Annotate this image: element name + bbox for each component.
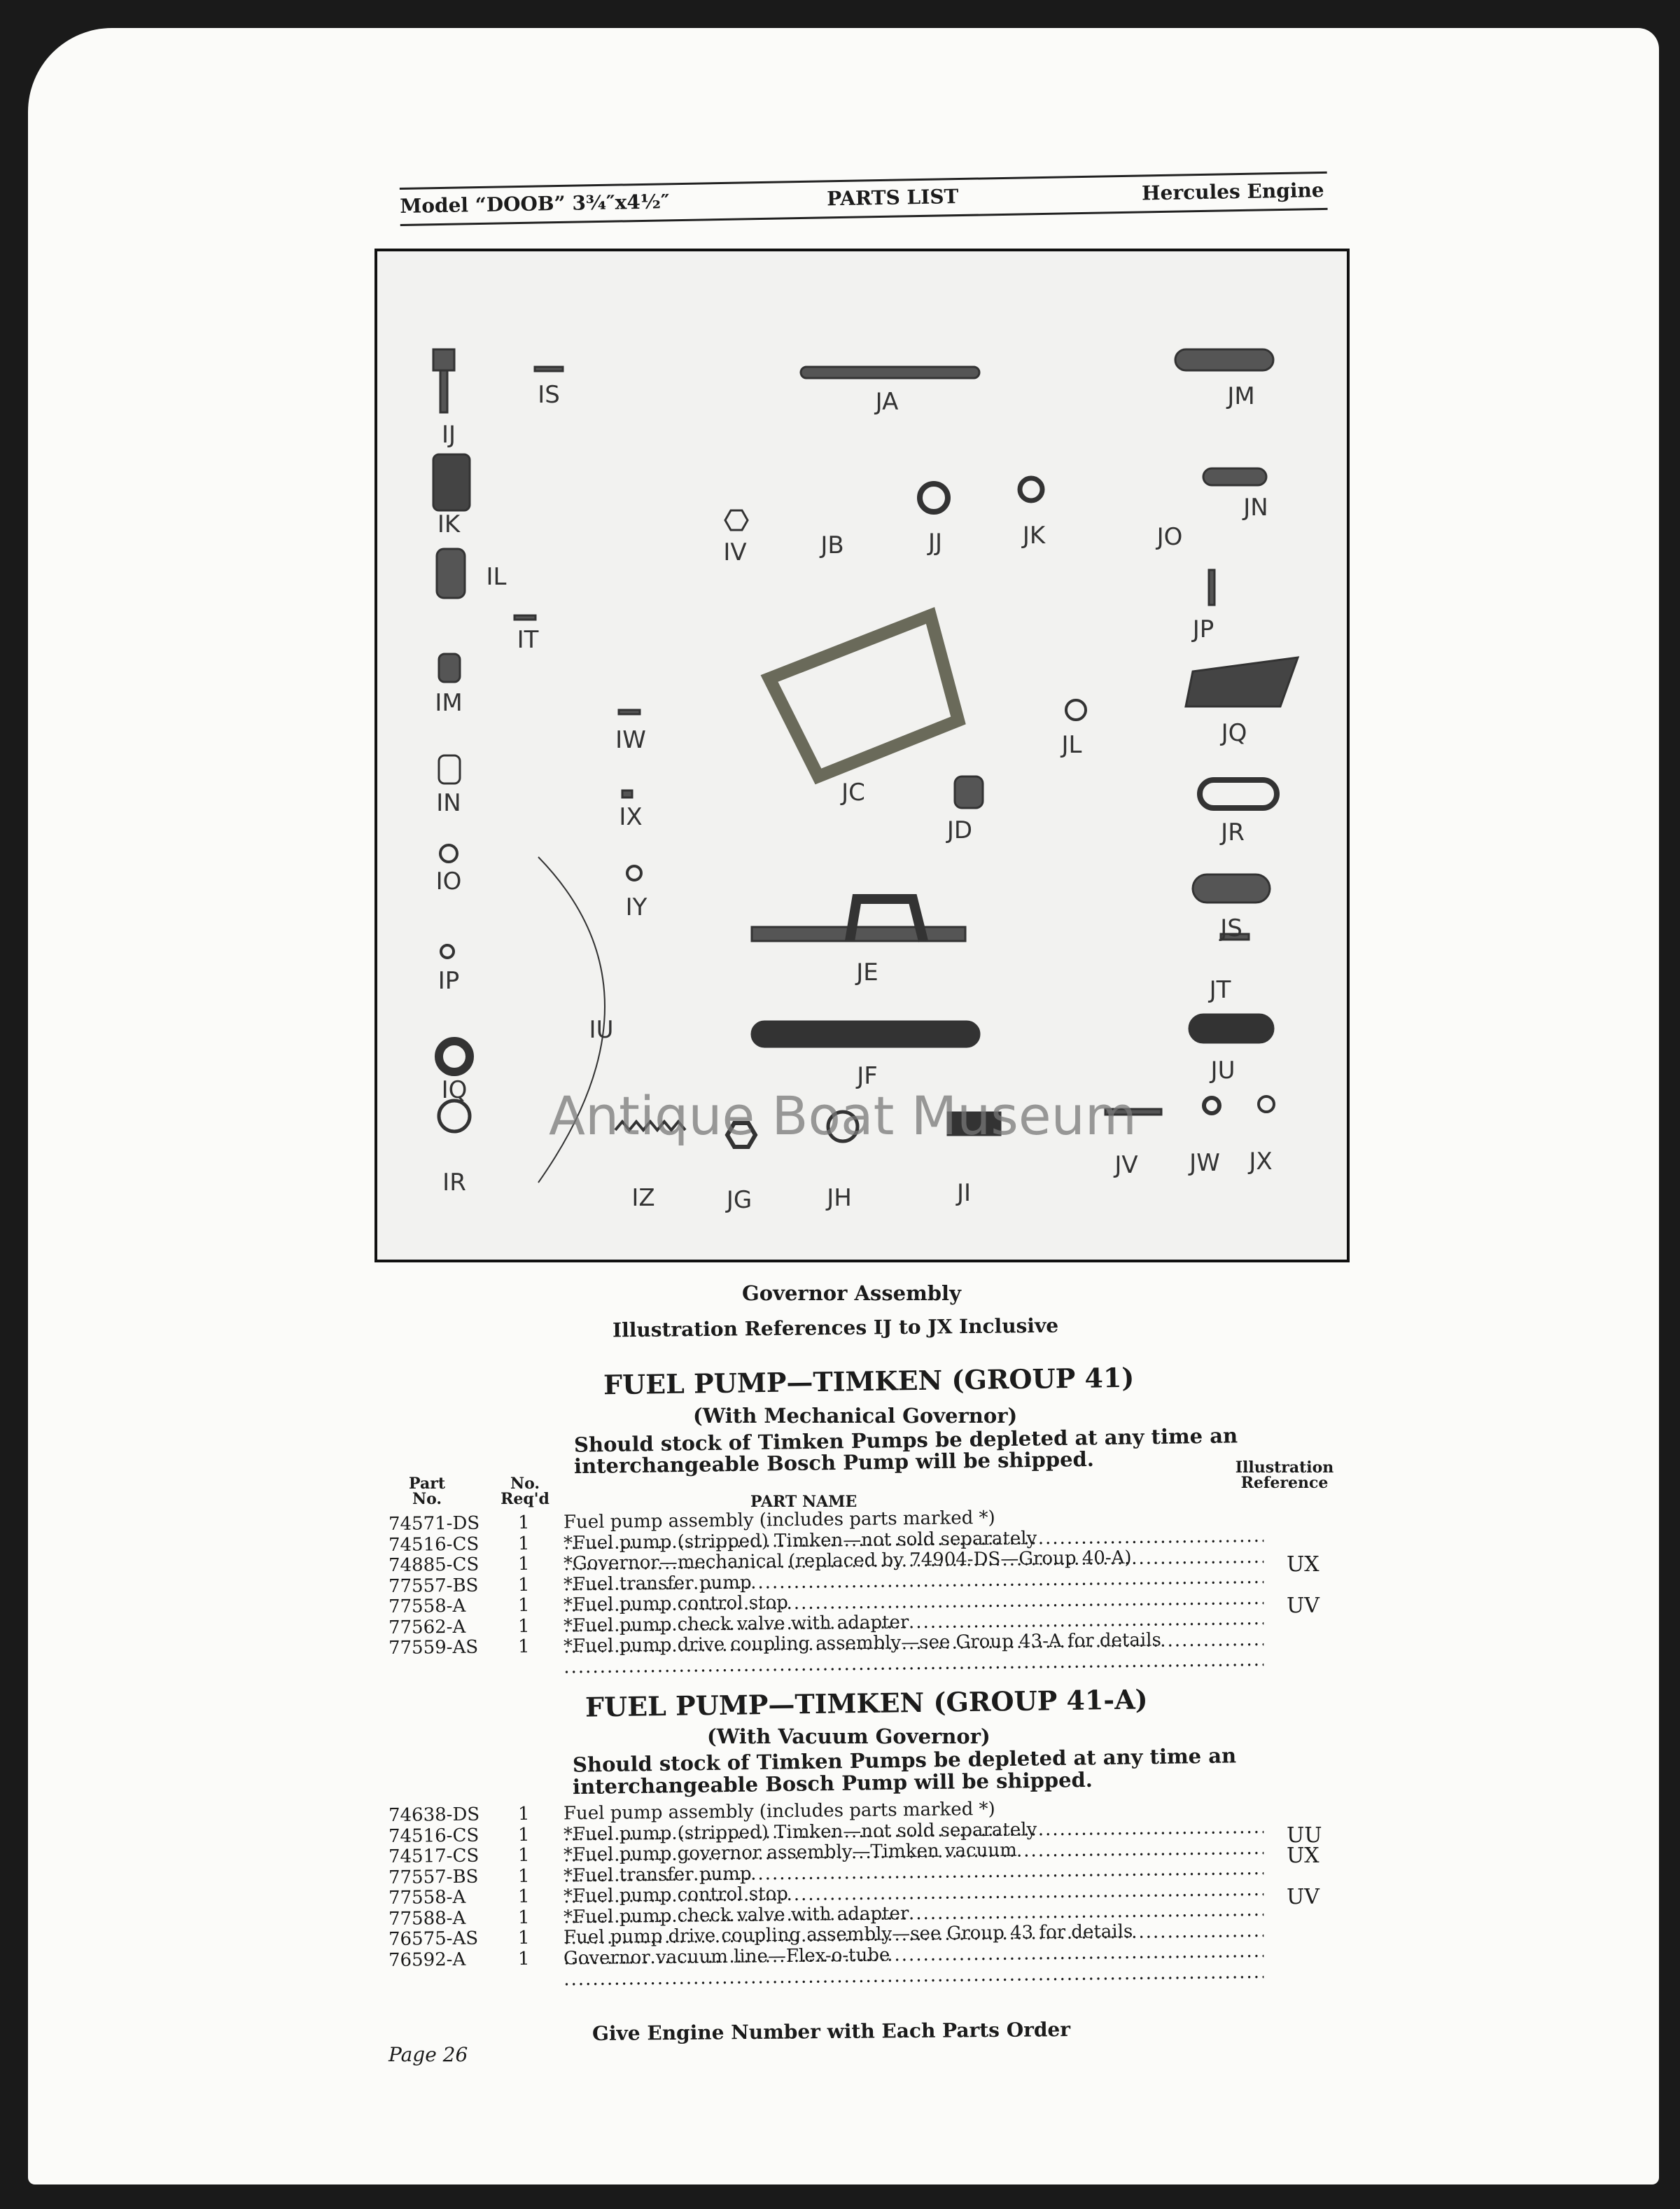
callout-in: IN: [436, 789, 461, 817]
part-number: 77562-A: [388, 1616, 466, 1638]
callout-jl: JL: [1061, 731, 1082, 759]
col-req: No. Req'd: [500, 1475, 550, 1508]
callout-jx: JX: [1249, 1148, 1273, 1176]
part-number: 74516-CS: [388, 1533, 479, 1556]
quantity-required: 1: [517, 1533, 530, 1554]
callout-js: JS: [1220, 914, 1242, 942]
callout-ik: IK: [437, 510, 461, 538]
quantity-required: 1: [517, 1865, 530, 1887]
callout-ij: IJ: [441, 421, 456, 449]
callout-jc: JC: [841, 779, 865, 807]
quantity-required: 1: [517, 1594, 530, 1617]
col-reference: Illustration Reference: [1235, 1458, 1334, 1492]
col-part-name: PART NAME: [750, 1493, 858, 1511]
callout-jj: JJ: [927, 529, 943, 557]
callout-ir: IR: [442, 1169, 466, 1197]
quantity-required: 1: [517, 1636, 530, 1658]
callout-jq: JQ: [1221, 719, 1247, 747]
illustration-references: Illustration References IJ to JX Inclusi…: [612, 1313, 1059, 1342]
engine-title: Hercules Engine: [1141, 178, 1324, 205]
quantity-required: 1: [517, 1927, 530, 1949]
callout-jv: JV: [1114, 1151, 1138, 1179]
callout-jw: JW: [1189, 1149, 1220, 1177]
callout-iw: IW: [615, 726, 646, 754]
part-number: 77557-BS: [388, 1575, 479, 1597]
callout-jr: JR: [1221, 818, 1245, 846]
callout-iu: IU: [589, 1016, 614, 1044]
part-number: 77588-A: [388, 1907, 466, 1930]
callout-io: IO: [435, 867, 462, 896]
callout-ja: JA: [875, 388, 899, 416]
part-number: 74638-DS: [388, 1804, 480, 1826]
callout-jo: JO: [1156, 523, 1183, 551]
page-number: Page 26: [388, 2043, 468, 2066]
col-part-no: Part No.: [409, 1475, 445, 1508]
callout-il: IL: [486, 563, 507, 591]
callout-ji: JI: [956, 1179, 972, 1207]
callout-iz: IZ: [631, 1184, 655, 1212]
governor-illustration: IJ IS JA JM IK IV JB JJ JK JO JN IL IT JP IM IW JQ JL IN IX…: [374, 249, 1350, 1262]
quantity-required: 1: [517, 1948, 530, 1970]
illustration-reference: UX: [1287, 1552, 1320, 1577]
group-41a-subtitle: (With Vacuum Governor): [707, 1724, 990, 1748]
callout-it: IT: [517, 626, 539, 654]
callout-ix: IX: [619, 803, 643, 831]
parts-list-title: PARTS LIST: [826, 185, 959, 211]
callout-jm: JM: [1227, 382, 1255, 410]
quantity-required: 1: [517, 1907, 530, 1928]
part-name: Governor vacuum line—Flex-o-tube: [564, 1940, 1264, 1989]
part-number: 77558-A: [388, 1595, 466, 1617]
part-number: 77559-AS: [388, 1636, 479, 1659]
quantity-required: 1: [517, 1886, 530, 1908]
order-notice: Give Engine Number with Each Parts Order: [592, 2018, 1071, 2045]
callout-jp: JP: [1192, 615, 1214, 643]
callout-jd: JD: [946, 816, 973, 844]
quantity-required: 1: [517, 1844, 530, 1867]
part-name: *Fuel pump drive coupling assembly—see G…: [564, 1629, 1264, 1678]
callout-iv: IV: [723, 538, 747, 566]
illustration-caption: Governor Assembly: [742, 1281, 961, 1305]
part-number: 76592-A: [388, 1949, 466, 1971]
callout-jn: JN: [1243, 494, 1268, 522]
quantity-required: 1: [517, 1615, 530, 1637]
part-number: 74516-CS: [388, 1825, 479, 1847]
callout-jh: JH: [827, 1184, 852, 1212]
part-number: 77558-A: [388, 1886, 466, 1909]
illustration-reference: UX: [1287, 1844, 1320, 1868]
callout-ju: JU: [1210, 1057, 1236, 1085]
illustration-reference: UV: [1287, 1885, 1320, 1909]
watermark: Antique Boat Museum: [549, 1085, 1137, 1147]
callout-jk: JK: [1022, 522, 1046, 550]
callout-ip: IP: [438, 967, 460, 995]
callout-iy: IY: [625, 893, 648, 921]
parts-drawing: [432, 348, 1300, 1183]
callout-jb: JB: [820, 531, 844, 559]
quantity-required: 1: [517, 1512, 530, 1534]
part-number: 74517-CS: [388, 1845, 479, 1867]
quantity-required: 1: [517, 1574, 530, 1596]
illustration-reference: UV: [1287, 1594, 1320, 1618]
callout-je: JE: [856, 959, 878, 987]
callout-iq: IQ: [441, 1076, 468, 1104]
page-header: Model “DOOB” 3¾″x4½″ PARTS LIST Hercules…: [399, 138, 1328, 238]
part-number: 76575-AS: [388, 1928, 479, 1950]
quantity-required: 1: [517, 1824, 530, 1846]
callout-jg: JG: [726, 1186, 752, 1214]
model-title: Model “DOOB” 3¾″x4½″: [400, 190, 670, 218]
group-41-subtitle: (With Mechanical Governor): [693, 1404, 1018, 1428]
callout-jf: JF: [857, 1062, 878, 1090]
callout-jt: JT: [1209, 976, 1231, 1004]
quantity-required: 1: [517, 1553, 530, 1575]
part-number: 74885-CS: [388, 1554, 479, 1576]
callout-is: IS: [538, 381, 560, 409]
callout-im: IM: [435, 689, 463, 717]
part-number: 74571-DS: [388, 1512, 480, 1535]
illustration-reference: UU: [1287, 1823, 1322, 1848]
quantity-required: 1: [517, 1803, 530, 1825]
part-number: 77557-BS: [388, 1866, 479, 1888]
